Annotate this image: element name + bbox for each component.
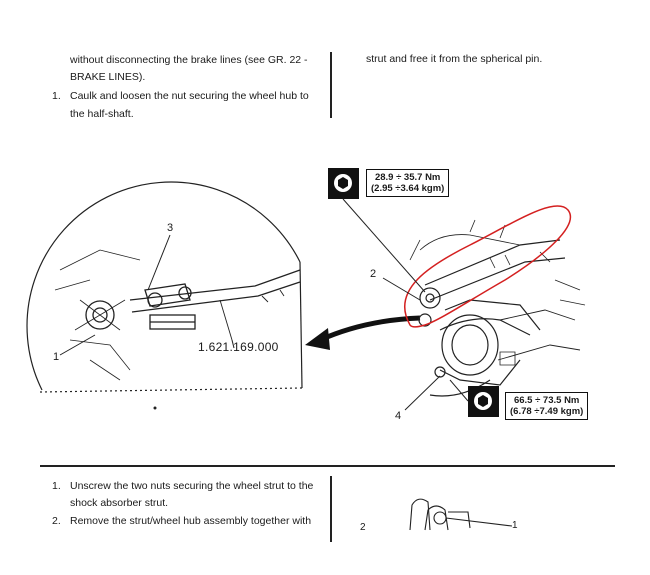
assembly-leaders xyxy=(342,198,469,411)
detail-leaders xyxy=(59,234,235,356)
bottom-step-1-number: 1. xyxy=(52,480,61,492)
torque-lower-kgm: (6.78 ÷7.49 kgm) xyxy=(510,406,584,417)
linkage-arm-detail xyxy=(54,249,301,381)
bottom-step-1-line-1: Unscrew the two nuts securing the wheel … xyxy=(70,480,314,492)
step-1-line-1: Caulk and loosen the nut securing the wh… xyxy=(70,90,309,102)
step-1-number: 1. xyxy=(52,90,61,102)
callout-3: 3 xyxy=(167,222,174,234)
curved-arrow xyxy=(318,315,421,343)
torque-icon-upper xyxy=(328,168,359,199)
bottom-step-2-line-1: Remove the strut/wheel hub assembly toge… xyxy=(70,515,312,527)
torque-upper-kgm: (2.95 ÷3.64 kgm) xyxy=(371,183,445,194)
red-highlight-loop xyxy=(403,205,571,328)
bottom-step-1-line-2: shock absorber strut. xyxy=(70,497,169,509)
bottom-step-2-number: 2. xyxy=(52,515,61,527)
step-1-line-2: the half-shaft. xyxy=(70,108,134,120)
torque-upper-nm: 28.9 ÷ 35.7 Nm xyxy=(374,172,441,183)
section-divider xyxy=(40,465,615,467)
right-column-line-1: strut and free it from the spherical pin… xyxy=(366,53,543,65)
torque-icon-lower xyxy=(468,386,499,417)
continued-instruction-line-2: BRAKE LINES). xyxy=(70,71,146,83)
torque-lower-nm: 66.5 ÷ 73.5 Nm xyxy=(513,395,580,406)
torque-spec-upper: 28.9 ÷ 35.7 Nm (2.95 ÷3.64 kgm) xyxy=(366,169,450,197)
curved-arrow-head xyxy=(305,328,330,350)
bottom-callout-1: 1 xyxy=(512,520,518,531)
column-divider-bottom xyxy=(330,476,332,542)
callout-1: 1 xyxy=(53,351,60,363)
torque-spec-lower: 66.5 ÷ 73.5 Nm (6.78 ÷7.49 kgm) xyxy=(505,392,589,420)
bottom-callout-2: 2 xyxy=(360,522,366,533)
detail-magnifier xyxy=(26,181,303,393)
column-divider-top xyxy=(330,52,332,118)
callout-4: 4 xyxy=(395,410,402,422)
tool-part-number: 1.621.169.000 xyxy=(198,340,279,354)
continued-instruction-line-1: without disconnecting the brake lines (s… xyxy=(70,54,308,66)
callout-2: 2 xyxy=(370,268,377,280)
main-assembly xyxy=(409,219,586,397)
speck xyxy=(153,406,157,410)
